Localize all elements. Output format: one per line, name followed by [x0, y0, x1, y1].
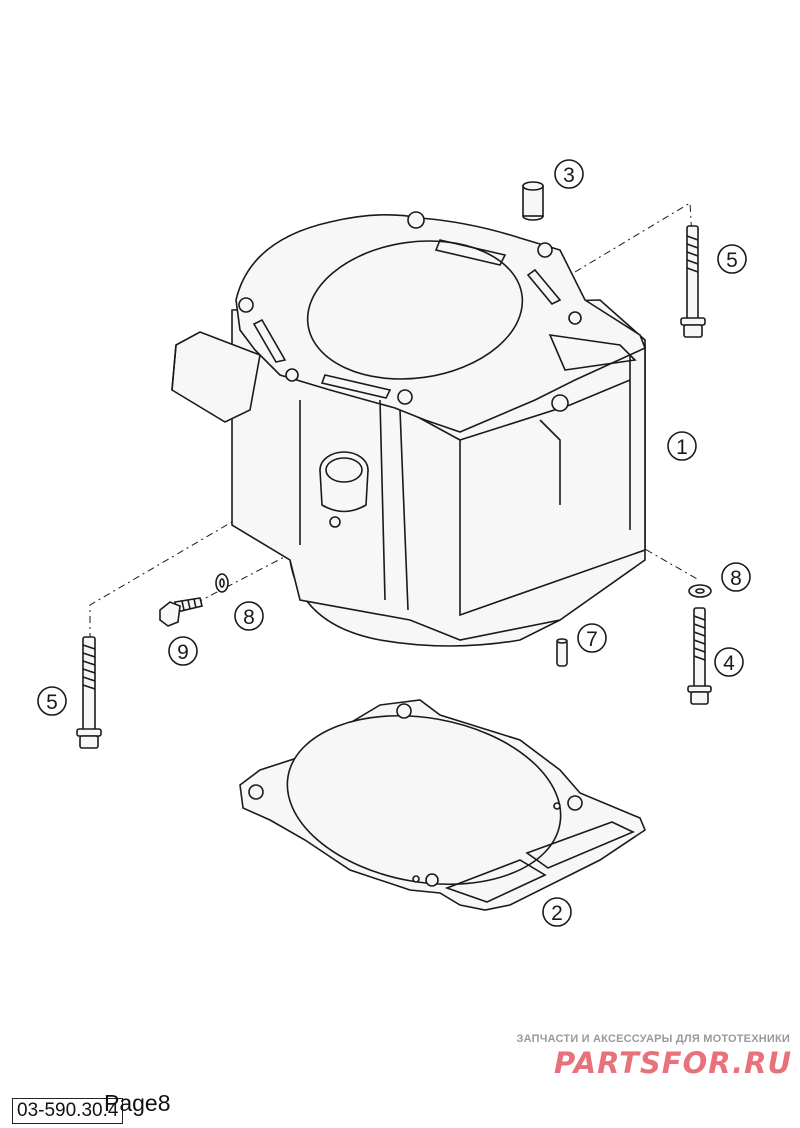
callout-9-label: 9	[177, 641, 189, 664]
callout-5-right: 5	[717, 244, 747, 274]
callout-4-label: 4	[723, 652, 735, 675]
callout-7-label: 7	[586, 628, 598, 651]
washer-part-right	[688, 584, 712, 598]
page-label: Page8	[104, 1090, 171, 1116]
callout-3: 3	[554, 159, 584, 189]
callout-8-right-label: 8	[730, 567, 742, 590]
callout-5-left: 5	[37, 686, 67, 716]
bolt-part-right-bottom	[687, 607, 712, 705]
callout-8-left-label: 8	[243, 606, 255, 629]
callout-9: 9	[168, 636, 198, 666]
bolt-part-left	[76, 636, 102, 749]
screw-part	[159, 597, 203, 627]
callout-1-label: 1	[676, 436, 688, 459]
callout-3-label: 3	[563, 164, 575, 187]
callout-2: 2	[542, 897, 572, 927]
callout-4: 4	[714, 647, 744, 677]
washer-part-left	[215, 573, 229, 593]
watermark-tagline: ЗАПЧАСТИ И АКСЕССУАРЫ ДЛЯ МОТОТЕХНИКИ	[516, 1033, 790, 1045]
pin-part	[556, 638, 568, 667]
cylinder-part	[171, 211, 647, 647]
dowel-sleeve-part	[522, 181, 544, 221]
callout-1: 1	[667, 431, 697, 461]
callout-7: 7	[577, 623, 607, 653]
watermark-brand-logo: PARTSFOR.RU	[554, 1046, 792, 1080]
callout-8-left: 8	[234, 601, 264, 631]
document-number: 03-590.30.4	[12, 1098, 124, 1124]
callout-5-left-label: 5	[46, 691, 58, 714]
callout-8-right: 8	[721, 562, 751, 592]
callout-5-right-label: 5	[726, 249, 738, 272]
callout-2-label: 2	[551, 902, 563, 925]
gasket-part	[239, 699, 646, 911]
bolt-part-right-top	[680, 225, 706, 338]
